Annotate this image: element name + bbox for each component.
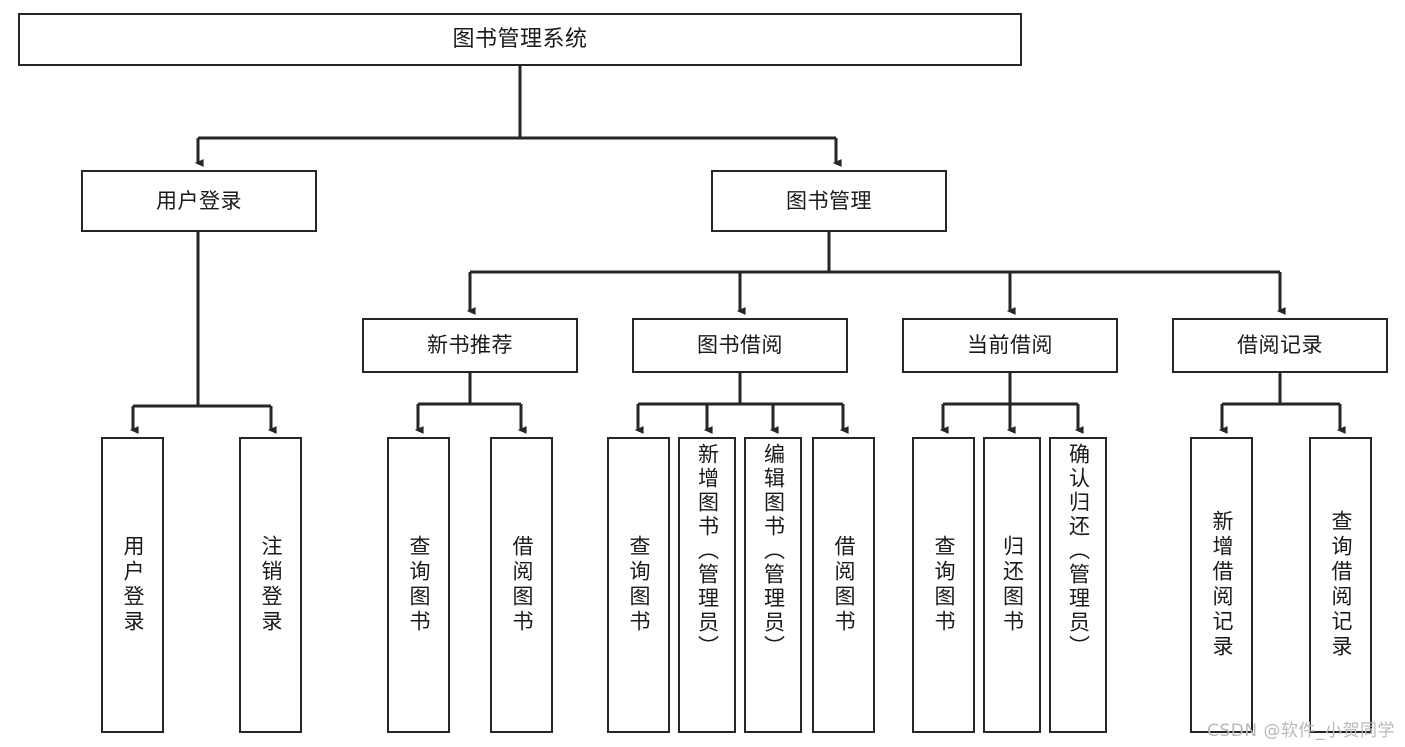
node-label: 新增图书（管理员） xyxy=(695,443,720,659)
leaf-user-login[interactable]: 用户登录 xyxy=(101,437,164,733)
leaf-borrow-lend-book[interactable]: 借阅图书 xyxy=(812,437,875,733)
node-label: 新书推荐 xyxy=(427,333,513,358)
leaf-newbook-query-book[interactable]: 查询图书 xyxy=(387,437,450,733)
node-label: 图书借阅 xyxy=(697,333,783,358)
node-label: 注销登录 xyxy=(259,535,283,635)
node-book-management[interactable]: 图书管理 xyxy=(711,170,947,232)
node-user-login[interactable]: 用户登录 xyxy=(81,170,317,232)
node-new-book-recommend[interactable]: 新书推荐 xyxy=(362,318,578,373)
leaf-current-confirm-return-admin[interactable]: 确认归还（管理员） xyxy=(1049,437,1107,733)
node-book-borrow[interactable]: 图书借阅 xyxy=(632,318,848,373)
node-borrow-record[interactable]: 借阅记录 xyxy=(1172,318,1388,373)
node-label: 编辑图书（管理员） xyxy=(761,443,786,659)
leaf-newbook-borrow-book[interactable]: 借阅图书 xyxy=(490,437,553,733)
node-label: 查询图书 xyxy=(932,535,956,635)
node-label: 查询借阅记录 xyxy=(1329,510,1353,660)
node-label: 查询图书 xyxy=(627,535,651,635)
node-label: 查询图书 xyxy=(407,535,431,635)
node-label: 当前借阅 xyxy=(967,333,1053,358)
node-label: 图书管理系统 xyxy=(452,26,588,52)
leaf-borrow-query-book[interactable]: 查询图书 xyxy=(607,437,670,733)
leaf-current-query-book[interactable]: 查询图书 xyxy=(912,437,975,733)
leaf-record-query-borrow-record[interactable]: 查询借阅记录 xyxy=(1309,437,1372,733)
node-label: 用户登录 xyxy=(121,535,145,635)
node-label: 借阅记录 xyxy=(1237,333,1323,358)
node-label: 新增借阅记录 xyxy=(1210,510,1234,660)
node-label: 用户登录 xyxy=(156,188,242,213)
leaf-record-add-borrow-record[interactable]: 新增借阅记录 xyxy=(1190,437,1253,733)
node-label: 借阅图书 xyxy=(832,535,856,635)
leaf-current-return-book[interactable]: 归还图书 xyxy=(983,437,1041,733)
leaf-user-logout[interactable]: 注销登录 xyxy=(239,437,302,733)
csdn-watermark: CSDN @软件_小贺同学 xyxy=(1207,721,1395,741)
node-label: 图书管理 xyxy=(786,188,872,213)
node-label: 确认归还（管理员） xyxy=(1066,443,1091,659)
node-current-borrow[interactable]: 当前借阅 xyxy=(902,318,1118,373)
leaf-borrow-edit-book-admin[interactable]: 编辑图书（管理员） xyxy=(744,437,802,733)
leaf-borrow-add-book-admin[interactable]: 新增图书（管理员） xyxy=(678,437,736,733)
node-label: 归还图书 xyxy=(1000,535,1025,635)
node-root-system[interactable]: 图书管理系统 xyxy=(18,13,1022,66)
node-label: 借阅图书 xyxy=(510,535,534,635)
